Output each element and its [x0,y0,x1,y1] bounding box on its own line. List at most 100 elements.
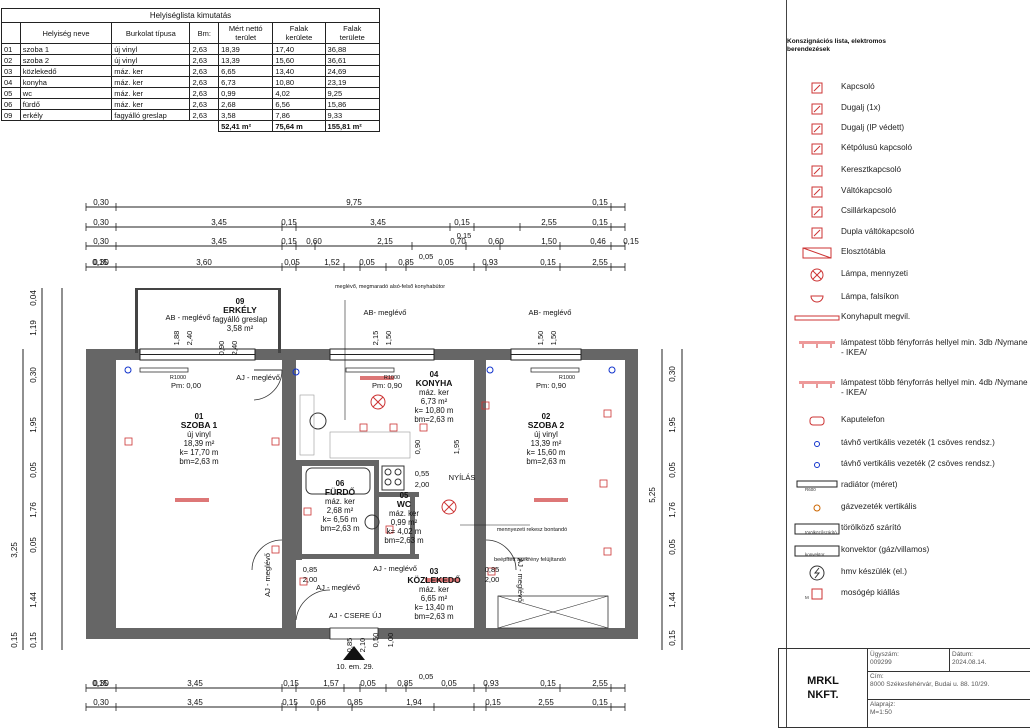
dimension-label: 1,50 [541,237,557,246]
dimension-label: 0,46 [590,237,606,246]
dimension-label: 0,15 [592,218,608,227]
room-floor: új vinyl [534,430,558,439]
dimension-label: 2,55 [538,698,554,707]
tb-label: Dátum: [952,651,973,658]
room-name: SZOBA 1 [181,420,218,430]
dimension-label: 2,55 [592,258,608,267]
room-bm: bm=2,63 m [414,415,453,424]
room-bm: bm=2,63 m [179,457,218,466]
csillarkapcsolo-icon [787,204,847,220]
table-cell: máz. ker [111,98,191,110]
dimension-label: 3,25 [10,542,19,558]
dimension-label: 9,75 [346,198,362,207]
room-floor: új vinyl [187,430,211,439]
dimension-label: 0,15 [592,198,608,207]
dimension-label: 0,15 [457,231,472,240]
dimension-label: 0,30 [93,198,109,207]
table-cell: 6,65 [218,65,274,77]
dimension-label: 0,15 [10,632,19,648]
legend-item: Kaputelefon [787,413,1030,429]
dimension-label: 3,45 [187,698,203,707]
legend-symbol-text: M [805,595,809,600]
plan-note: 2,40 [185,331,194,346]
legend-label: távhő vertikális vezeték (2 csöves rends… [841,459,995,468]
dimension-label: 0,15 [29,632,38,648]
dimension-label: 0,15 [281,237,297,246]
plan-note: 0,90 [413,440,422,455]
plan-note: R1000 [559,375,575,381]
col-header: Falak kerülete [272,22,326,44]
plan-note: AB- meglévő [364,308,407,317]
room-bm: bm=2,63 m [526,457,565,466]
dimension-label: 1,44 [29,592,38,608]
room-name: FÜRDŐ [325,486,356,497]
plan-note: 0,85 [485,565,500,574]
legend-label: Keresztkapcsoló [841,165,902,174]
room-num: 05 [400,491,409,500]
dimension-label: 0,04 [29,290,38,306]
room-table-header: Helyiség neve Burkolat típusa Bm: Mért n… [1,22,381,44]
dimension-label: 0,85 [397,679,413,688]
konyhapult-icon [787,310,847,326]
room-floor: máz. ker [325,497,355,506]
legend-label: törölköző szárító [841,523,902,532]
legend-label: Dugalj (IP védett) [841,123,905,132]
dimension-label: 0,05 [419,672,434,681]
plan-note: 0,55 [415,469,430,478]
table-cell: 2,63 [189,87,220,99]
dimension-label: 0,15 [485,698,501,707]
room-area: 3,58 m² [227,324,254,333]
plan-note: Pm: 0,90 [536,381,566,390]
legend-label: Dupla váltókapcsoló [841,227,915,236]
dimension-label: 1,76 [29,502,38,518]
plan-note: meglévő, megmaradó alsó-felső konyhabúto… [335,284,445,290]
tb-ugyszam-cell: Ügyszám: 009299 [867,649,950,672]
plan-note: AJ - meglévő [516,558,525,602]
plan-note: 0,85 [303,565,318,574]
table-cell: 2,63 [189,65,220,77]
plan-note: 10. em. 29. [336,662,374,671]
dimension-label: 0,15 [540,679,556,688]
col-header [1,22,21,44]
dimension-label: 2,55 [592,679,608,688]
dupla-valtokapcsolo-icon [787,225,847,241]
legend-item: lámpatest több fényforrás hellyel min. 4… [787,376,1030,397]
plan-note: R1000 [170,375,186,381]
table-cell: 09 [1,109,21,121]
dimension-label: 0,05 [441,679,457,688]
legend-label: Váltókapcsoló [841,186,892,195]
dimension-label: 0,30 [29,367,38,383]
konvektor-icon: konvektor [787,543,847,559]
walls [86,288,638,660]
table-cell: 06 [1,98,21,110]
legend-item: Dugalj (IP védett) [787,121,1030,137]
room-name: SZOBA 2 [528,420,565,430]
table-cell: erkély [19,109,113,121]
plan-note: AJ - CSERE ÚJ [329,611,382,620]
table-cell: új vinyl [111,43,191,55]
total-area: 52,41 m² [218,120,274,132]
legend-item: Dugalj (1x) [787,101,1030,117]
plan-note: AJ - meglévő [236,373,280,382]
plan-note: AB - meglévő [165,313,210,322]
tavho-1-icon [787,436,847,452]
legend-item: Elosztótábla [787,245,1030,261]
legend-label: konvektor (gáz/villamos) [841,545,930,554]
plan-note: 2,15 [371,331,380,346]
dimension-label: 3,45 [187,679,203,688]
lampa-falsikon-icon [787,290,847,306]
dimension-label: 0,30 [93,237,109,246]
lampatest-3db-icon [787,336,847,352]
legend-item: Váltókapcsoló [787,184,1030,200]
table-cell: 6,56 [272,98,326,110]
dimension-label: 0,30 [93,218,109,227]
plan-note: AJ - meglévő [263,553,272,597]
plan-note: 1,95 [452,440,461,455]
